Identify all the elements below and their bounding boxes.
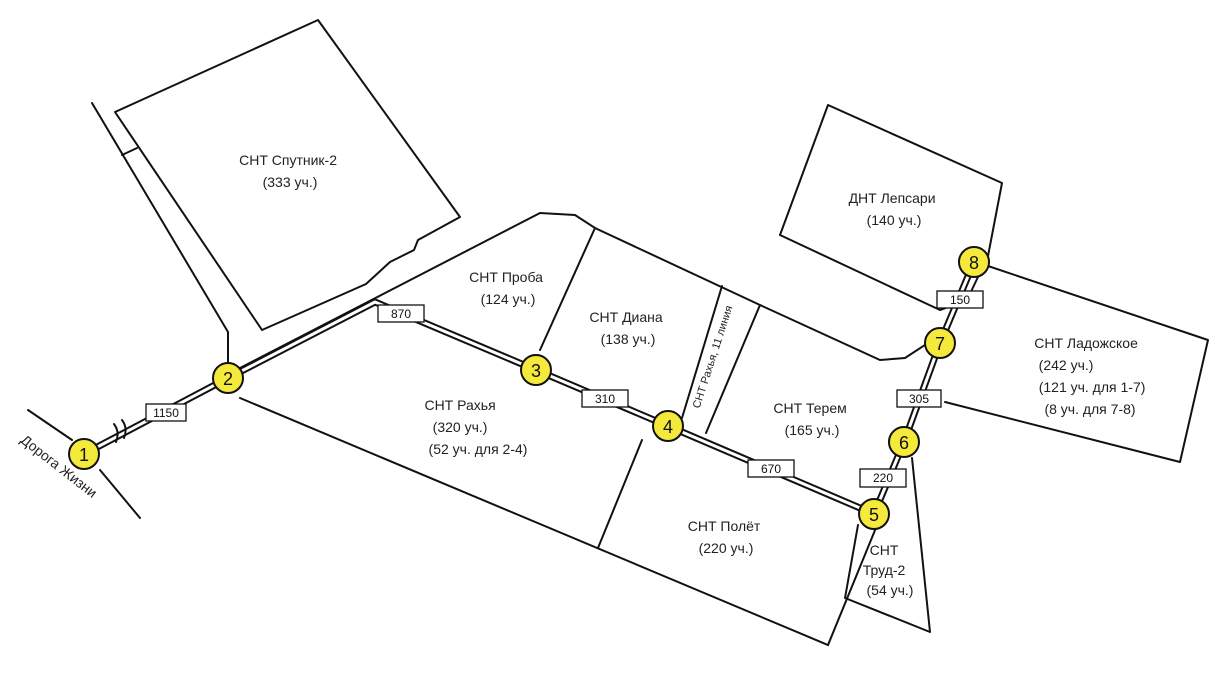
plot-sputnik2-outline [114, 19, 461, 331]
svg-text:1150: 1150 [153, 406, 179, 420]
distance-870: 870 [377, 304, 425, 323]
svg-text:220: 220 [873, 471, 893, 485]
node-4: 4 [652, 410, 684, 442]
boundary-left [91, 102, 229, 367]
distance-labels: 1150 870 310 670 220 305 150 [145, 290, 984, 488]
svg-text:3: 3 [531, 361, 541, 381]
plot-trud2-outline [844, 457, 931, 633]
node-7: 7 [924, 327, 956, 359]
distance-220: 220 [859, 468, 907, 488]
svg-text:7: 7 [935, 334, 945, 354]
distance-310: 310 [581, 389, 629, 408]
node-1: 1 [68, 438, 100, 470]
plot-label-polyot: СНТ Полёт (220 уч.) [688, 518, 764, 556]
node-3: 3 [520, 354, 552, 386]
distance-670: 670 [747, 459, 795, 478]
svg-text:8: 8 [969, 253, 979, 273]
svg-text:305: 305 [909, 392, 929, 406]
distance-150: 150 [936, 290, 984, 309]
plot-ladozhskoe-outline [944, 265, 1209, 463]
plot-label-trud2: СНТ Труд-2 (54 уч.) [863, 542, 914, 598]
plot-label-terem: СНТ Терем (165 уч.) [773, 400, 850, 438]
svg-text:4: 4 [663, 417, 673, 437]
plot-outlines [91, 19, 1209, 647]
node-5: 5 [858, 498, 890, 530]
node-2: 2 [212, 362, 244, 394]
svg-text:670: 670 [761, 462, 781, 476]
svg-text:310: 310 [595, 392, 615, 406]
distance-305: 305 [896, 389, 942, 408]
svg-text:870: 870 [391, 307, 411, 321]
street-rakhya-11: СНТ Рахья, 11 линия [691, 304, 736, 410]
boundary-lower [239, 397, 881, 647]
plot-label-proba: СНТ Проба (124 уч.) [469, 269, 547, 307]
svg-text:5: 5 [869, 505, 879, 525]
plot-label-lepsari: ДНТ Лепсари (140 уч.) [849, 190, 940, 228]
plot-label-rakhya: СНТ Рахья (320 уч.) (52 уч. для 2-4) [424, 397, 527, 457]
node-6: 6 [888, 426, 920, 458]
svg-text:6: 6 [899, 433, 909, 453]
junction-nodes: 1 2 3 4 5 6 7 8 [68, 246, 990, 530]
svg-text:2: 2 [223, 369, 233, 389]
plot-label-sputnik2: СНТ Спутник-2 (333 уч.) [239, 152, 341, 190]
plot-label-diana: СНТ Диана (138 уч.) [589, 309, 666, 347]
plot-label-ladozhskoe: СНТ Ладожское (242 уч.) (121 уч. для 1-7… [1034, 335, 1149, 417]
plot-labels: СНТ Спутник-2 (333 уч.) СНТ Проба (124 у… [239, 152, 1149, 598]
distance-1150: 1150 [145, 403, 187, 422]
node-8: 8 [958, 246, 990, 278]
boundary-upper [239, 211, 941, 369]
svg-text:150: 150 [950, 293, 970, 307]
svg-text:1: 1 [79, 445, 89, 465]
